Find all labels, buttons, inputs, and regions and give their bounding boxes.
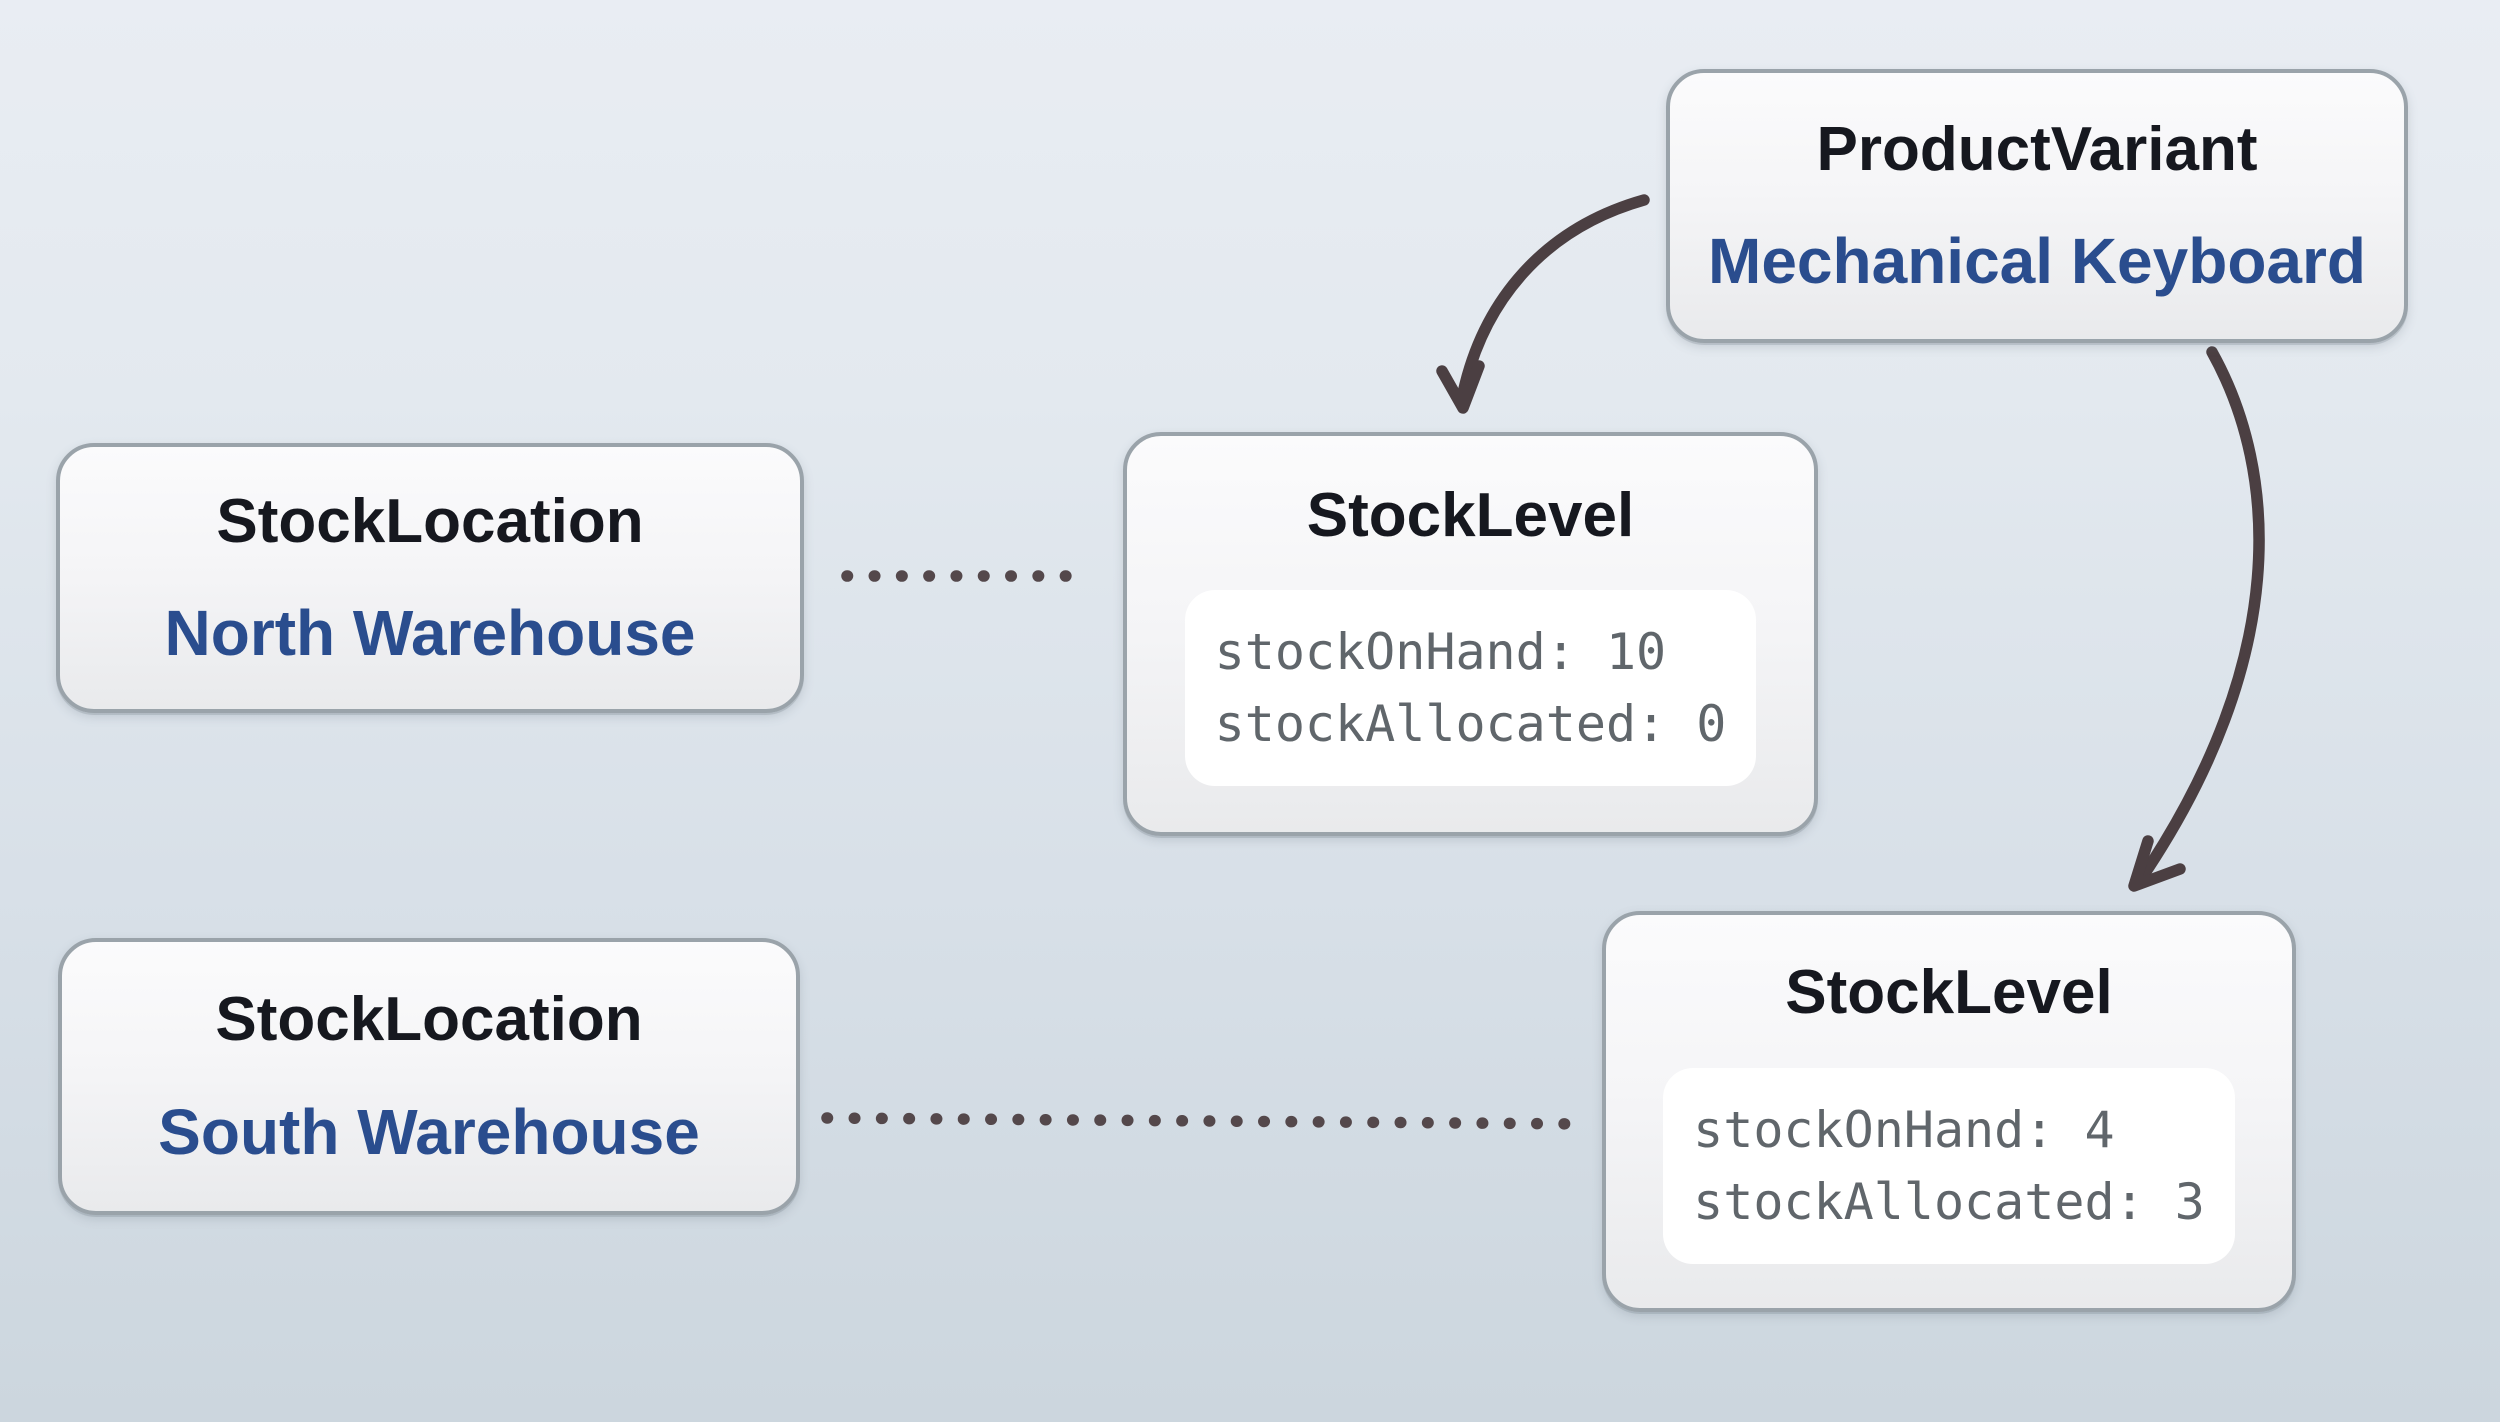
dotted-link-south-location-to-stock-level	[821, 1112, 1592, 1130]
stock-level-type-label: StockLevel	[1306, 480, 1635, 550]
stock-level-south-node: StockLevel stockOnHand: 4 stockAllocated…	[1602, 911, 2296, 1312]
stock-allocated-field: stockAllocated: 0	[1214, 695, 1727, 754]
stock-on-hand-field: stockOnHand: 10	[1214, 623, 1667, 682]
stock-on-hand-field: stockOnHand: 4	[1693, 1100, 2115, 1159]
arrow-product-variant-to-south-stock-level	[2128, 346, 2265, 892]
stock-level-type-label: StockLevel	[1785, 958, 2113, 1028]
stock-location-name: North Warehouse	[164, 597, 696, 670]
arrow-curve	[1456, 194, 1650, 404]
stock-level-north-node: StockLevel stockOnHand: 10 stockAllocate…	[1123, 432, 1818, 836]
product-variant-type-label: ProductVariant	[1816, 114, 2258, 184]
arrowhead-down-left-icon	[2128, 835, 2186, 892]
stock-location-south-node: StockLocation South Warehouse	[58, 938, 800, 1215]
product-variant-node: ProductVariant Mechanical Keyboard	[1666, 69, 2408, 343]
stock-fields-panel: stockOnHand: 10 stockAllocated: 0	[1184, 590, 1757, 787]
product-variant-name: Mechanical Keyboard	[1708, 225, 2366, 298]
stock-location-name: South Warehouse	[158, 1095, 700, 1168]
arrowhead-down-icon	[1436, 360, 1485, 414]
stock-location-type-label: StockLocation	[215, 985, 643, 1055]
stock-allocated-field: stockAllocated: 3	[1693, 1172, 2205, 1231]
arrow-curve	[2137, 346, 2265, 882]
arrow-product-variant-to-north-stock-level	[1436, 194, 1650, 414]
stock-location-type-label: StockLocation	[216, 486, 644, 556]
stock-location-north-node: StockLocation North Warehouse	[56, 443, 804, 713]
stock-fields-panel: stockOnHand: 4 stockAllocated: 3	[1663, 1067, 2235, 1264]
